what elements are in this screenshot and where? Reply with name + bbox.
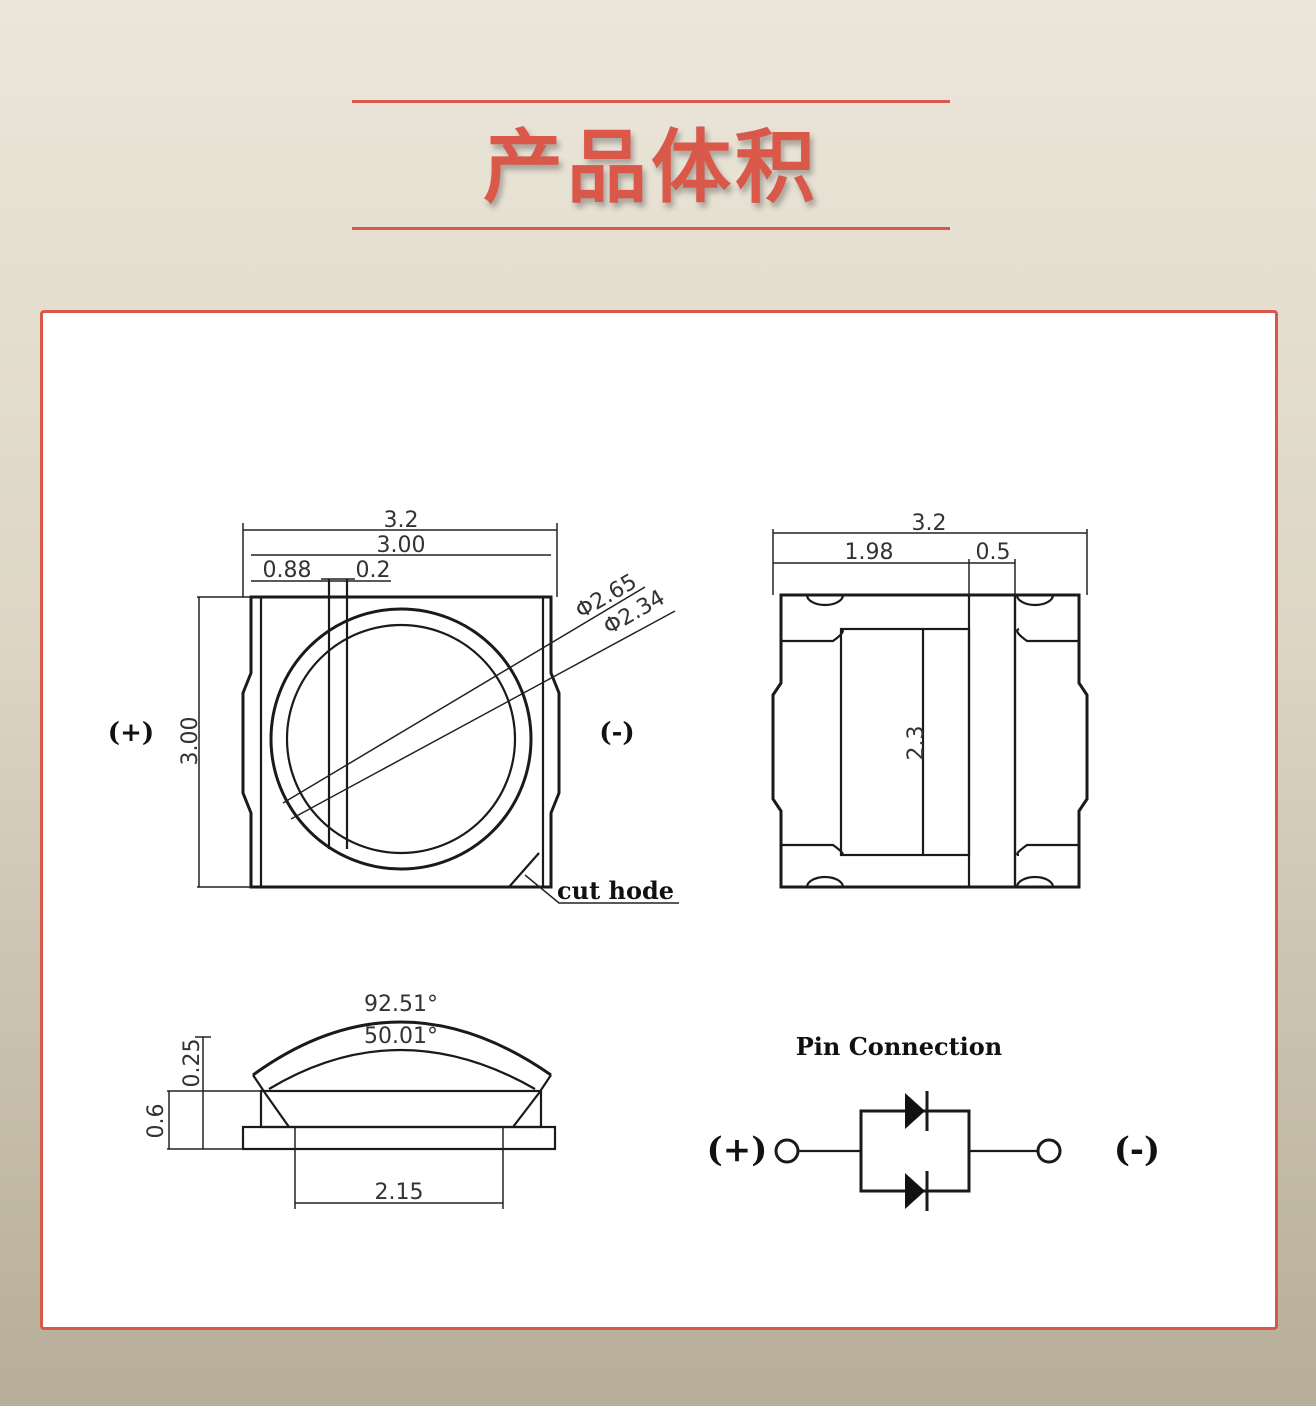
dim-height: 3.00 — [178, 717, 203, 766]
title-rule-bottom — [352, 227, 950, 230]
dimension-drawing: Φ2.65 Φ2.34 3.2 3.00 0.88 0.2 3.00 (+) (… — [108, 508, 1160, 1211]
bottom-view-outline — [771, 593, 1089, 889]
side-dim-dome: 0.25 — [180, 1039, 205, 1088]
top-view-negative-label: (-) — [599, 718, 634, 748]
pin-circuit-loop — [859, 1109, 971, 1193]
page-title: 产品体积 — [483, 121, 819, 214]
dim-gap: 0.2 — [356, 558, 391, 583]
diameter-leader-outer — [282, 586, 646, 804]
side-view: 92.51° 50.01° 0.25 0.6 2.15 — [144, 992, 557, 1209]
lens-outer-circle — [269, 607, 533, 871]
side-dim-body: 0.6 — [144, 1104, 169, 1139]
side-dim-angle-inner: 50.01° — [364, 1024, 438, 1049]
dome-inner — [268, 1048, 536, 1090]
dim-width-outer: 3.2 — [384, 508, 419, 533]
diode-bottom-icon — [905, 1173, 925, 1209]
cut-leader — [524, 874, 679, 904]
pin-negative-terminal — [1036, 1138, 1062, 1164]
side-dim-angle-outer: 92.51° — [364, 992, 438, 1017]
drawing-panel: Φ2.65 Φ2.34 3.2 3.00 0.88 0.2 3.00 (+) (… — [40, 310, 1278, 1330]
cut-corner — [508, 852, 540, 888]
pin-connection: Pin Connection (+) (-) — [707, 1032, 1160, 1211]
lens-inner-circle — [285, 623, 517, 855]
side-body — [259, 1089, 543, 1129]
title-rule-top — [352, 100, 950, 103]
bottom-pad-strip — [967, 593, 1017, 889]
dim-width-inner: 3.00 — [377, 533, 426, 558]
bottom-dim-height: 2.3 — [904, 726, 929, 761]
side-base — [241, 1125, 557, 1151]
cut-hode-label: cut hode — [557, 876, 674, 905]
pin-connection-title: Pin Connection — [796, 1032, 1003, 1061]
pin-positive-terminal — [774, 1138, 800, 1164]
top-view-cavity — [259, 595, 545, 889]
top-view-positive-label: (+) — [108, 718, 154, 748]
top-view-outline — [241, 595, 561, 889]
bottom-view: 3.2 1.98 0.5 2.3 — [771, 511, 1089, 889]
diode-top-icon — [905, 1093, 925, 1129]
pin-positive-label: (+) — [707, 1130, 768, 1170]
top-view: Φ2.65 Φ2.34 3.2 3.00 0.88 0.2 3.00 (+) (… — [108, 508, 679, 905]
bottom-dim-width: 3.2 — [912, 511, 947, 536]
bottom-dim-gap: 0.5 — [976, 540, 1011, 565]
side-dim-base: 2.15 — [375, 1180, 424, 1205]
bottom-dim-pad: 1.98 — [845, 540, 894, 565]
pin-negative-label: (-) — [1114, 1130, 1160, 1170]
dome-outer — [252, 1020, 552, 1077]
dim-offset: 0.88 — [263, 558, 312, 583]
diameter-leader-inner — [290, 610, 676, 820]
